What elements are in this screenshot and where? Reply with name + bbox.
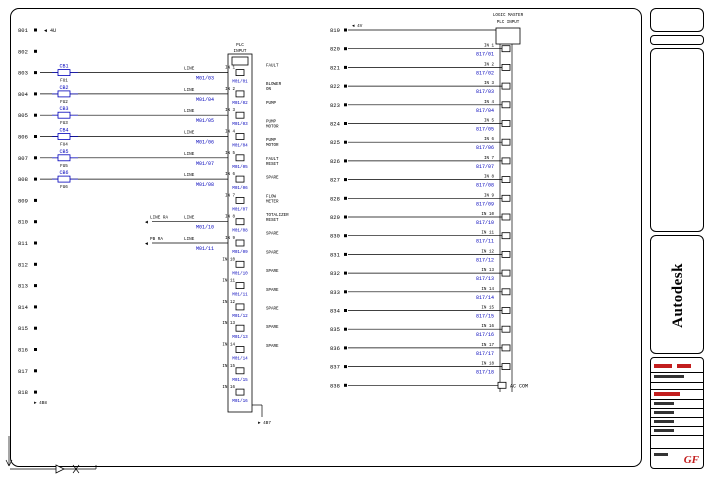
titleblock-revision-box [650,8,704,32]
titleblock-rule [651,372,703,373]
autodesk-logo: Autodesk [651,236,705,355]
reference-arrow [5,459,10,467]
titleblock-rule [651,448,703,449]
titleblock-text-bar [654,429,674,432]
titleblock-rule [651,426,703,427]
titleblock-red-text-bar [677,364,691,368]
titleblock-text-bar [654,375,684,378]
titleblock-rule [651,417,703,418]
titleblock-text-bar [654,411,674,414]
titleblock-red-text-bar [654,392,680,396]
titleblock-rule [651,389,703,390]
titleblock-rule [651,435,703,436]
titleblock-panel: Autodesk GF [650,8,706,469]
titleblock-text-bar [654,402,674,405]
autodesk-logo-text: Autodesk [669,263,686,328]
titleblock-rule [651,408,703,409]
titleblock-strip-box [650,35,704,45]
sheet-code: GF [683,454,699,466]
titleblock-red-text-bar [654,364,672,368]
titleblock-logo-box: Autodesk [650,235,704,354]
titleblock-rule [651,382,703,383]
sheet-border [10,8,642,467]
titleblock-notes-box [650,48,704,232]
titleblock-text-bar [654,420,674,423]
titleblock-rule [651,399,703,400]
titleblock-text-bar [654,453,668,456]
titleblock-table: GF [650,357,704,469]
